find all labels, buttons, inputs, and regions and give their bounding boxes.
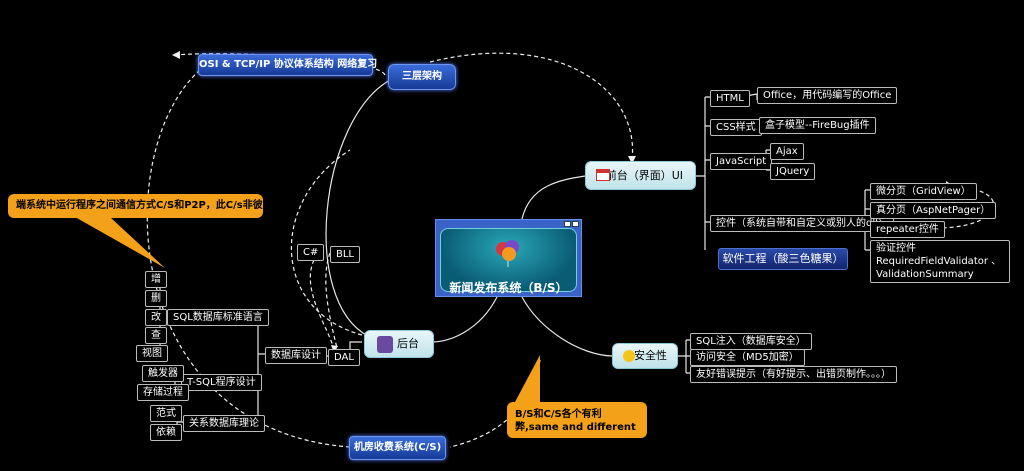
access-security-node[interactable]: 访问安全（MD5加密） [690,349,805,366]
friendly-error-node[interactable]: 友好错误提示（有好提示、出错页制作。。。） [690,366,897,383]
smiley-icon [623,350,635,362]
backend-label: 后台 [397,337,419,350]
left-callout[interactable]: 端系统中运行程序之间通信方式C/S和P2P，此C/s非彼C/S [8,194,281,218]
csharp-node[interactable]: C# [297,244,325,261]
osi-node[interactable]: OSI & TCP/IP 协议体系结构 网络复习 [198,54,377,76]
minimize-button[interactable] [564,221,571,227]
dependency-node[interactable]: 依赖 [150,424,182,441]
close-button[interactable] [572,221,579,227]
trigger-node[interactable]: 触发器 [142,365,184,382]
tsql-node[interactable]: T-SQL程序设计 [181,374,262,391]
security-node[interactable]: 安全性 [612,343,678,369]
software-engineering-tag[interactable]: 软件工程（酸三色糖果） [718,248,848,270]
central-topic-title: 新闻发布系统（B/S） [449,281,568,295]
javascript-node[interactable]: JavaScript [710,153,773,170]
sql-update-node[interactable]: 改 [145,309,167,326]
ajax-node[interactable]: Ajax [770,143,804,160]
stored-proc-node[interactable]: 存储过程 [137,384,189,401]
backend-node[interactable]: 后台 [364,330,434,358]
sql-node[interactable]: SQL数据库标准语言 [167,309,269,326]
dal-node[interactable]: DAL [328,349,360,366]
balloons-icon [496,240,519,267]
front-ui-node[interactable]: 前台（界面）UI [585,161,696,190]
css-note[interactable]: 盒子模型--FireBug插件 [759,117,876,134]
bll-node[interactable]: BLL [330,246,361,263]
sql-delete-node[interactable]: 删 [145,290,167,307]
validator-node[interactable]: 验证控件 RequiredFieldValidator 、ValidationS… [870,240,1010,283]
jquery-node[interactable]: JQuery [770,163,816,180]
sql-insert-node[interactable]: 增 [145,271,167,288]
micro-paging-node[interactable]: 微分页（GridView） [870,183,977,200]
repeater-node[interactable]: repeater控件 [870,221,945,238]
machine-billing-node[interactable]: 机房收费系统(C/S) [349,436,446,460]
db-design-node[interactable]: 数据库设计 [265,347,327,364]
real-paging-node[interactable]: 真分页（AspNetPager） [870,202,997,219]
avatar-icon [377,336,393,353]
html-note[interactable]: Office，用代码编写的Office [757,87,898,104]
central-topic-body: 新闻发布系统（B/S） [440,228,577,295]
front-ui-label: 前台（界面）UI [605,169,683,182]
normal-form-node[interactable]: 范式 [150,405,182,422]
css-node[interactable]: CSS样式 [710,119,762,136]
window-icon [596,169,610,181]
three-tier-node[interactable]: 三层架构 [388,64,456,90]
central-topic[interactable]: 新闻发布系统（B/S） [435,219,582,297]
sql-view-node[interactable]: 视图 [136,345,168,362]
sql-select-node[interactable]: 查 [145,327,167,344]
security-label: 安全性 [634,349,667,362]
html-node[interactable]: HTML [710,90,750,107]
bottom-callout[interactable]: B/S和C/S各个有利弊,same and different [507,402,647,438]
relational-theory-node[interactable]: 关系数据库理论 [183,415,265,432]
